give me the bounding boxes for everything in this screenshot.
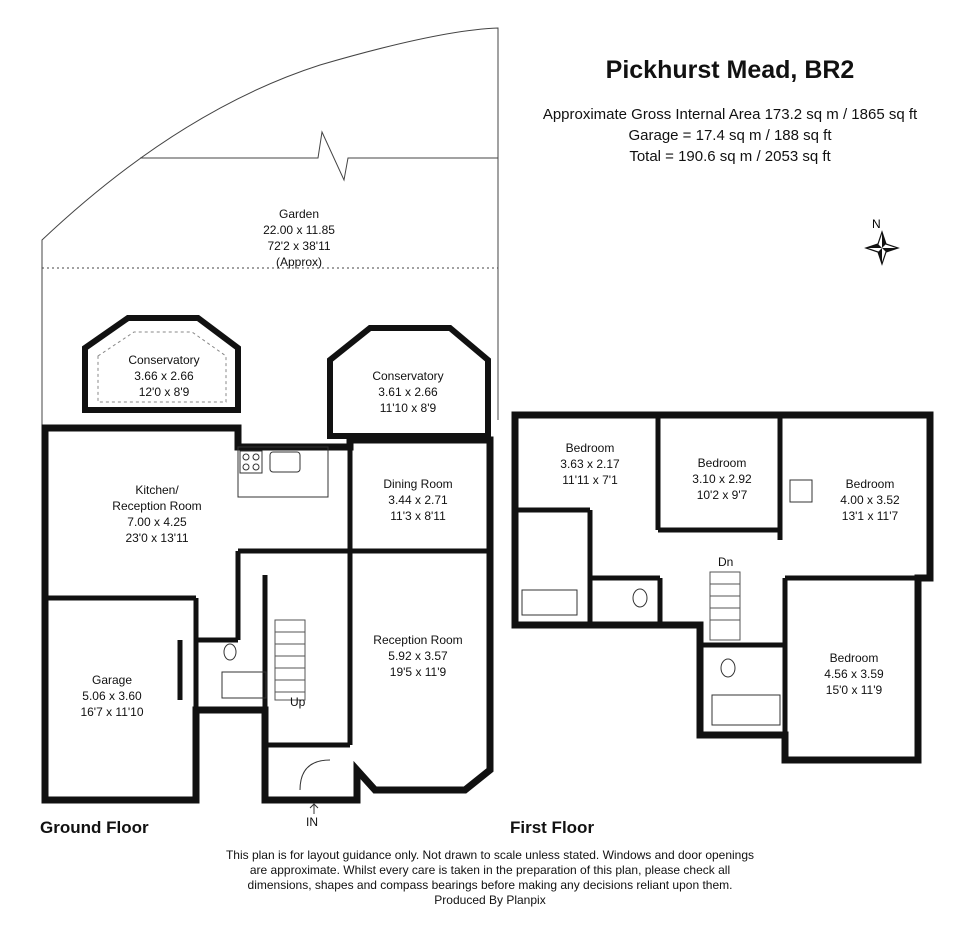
bedroom3-label: Bedroom 4.00 x 3.52 13'1 x 11'7 xyxy=(840,477,900,523)
ground-shower-icon xyxy=(221,671,267,699)
kitchen-counter xyxy=(237,446,329,498)
garden-label: Garden 22.00 x 11.85 72'2 x 38'11 (Appro… xyxy=(263,207,335,269)
bathtub-icon xyxy=(521,589,578,616)
stairs-labels: Up Dn IN xyxy=(290,555,733,829)
gross-area-text: Approximate Gross Internal Area 173.2 sq… xyxy=(542,106,918,123)
compass-icon: N xyxy=(864,217,900,266)
bedroom1-imperial: 11'11 x 7'1 xyxy=(562,473,618,487)
bedroom4-name: Bedroom xyxy=(830,651,879,665)
right-conservatory-label: Conservatory 3.61 x 2.66 11'10 x 8'9 xyxy=(372,369,443,415)
reception-label: Reception Room 5.92 x 3.57 19'5 x 11'9 xyxy=(373,633,462,679)
disclaimer-line-1: This plan is for layout guidance only. N… xyxy=(225,848,755,862)
bedroom1-label: Bedroom 3.63 x 2.17 11'11 x 7'1 xyxy=(560,441,620,487)
stairs-up-label: Up xyxy=(290,695,306,709)
front-door-icon xyxy=(299,759,331,791)
disclaimer-line-4: Produced By Planpix xyxy=(434,893,546,907)
ground-floor-stairs xyxy=(274,619,306,701)
garden-imperial: 72'2 x 38'11 xyxy=(267,239,330,253)
kitchen-name-1: Kitchen/ xyxy=(135,483,179,497)
garage-name: Garage xyxy=(92,673,132,687)
total-area-text: Total = 190.6 sq m / 2053 sq ft xyxy=(629,148,831,165)
dining-name: Dining Room xyxy=(383,477,452,491)
dining-imperial: 11'3 x 8'11 xyxy=(390,509,446,523)
first-floor-outer-walls xyxy=(511,411,934,764)
kitchen-metric: 7.00 x 4.25 xyxy=(127,515,187,529)
ensuite-bathtub-icon xyxy=(711,694,781,726)
garden-outline xyxy=(41,27,499,430)
left-conservatory-metric: 3.66 x 2.66 xyxy=(134,369,194,383)
kitchen-sink-icon xyxy=(269,451,301,473)
first-floor-stairs xyxy=(709,571,741,641)
right-conservatory-metric: 3.61 x 2.66 xyxy=(378,385,438,399)
bedroom3-imperial: 13'1 x 11'7 xyxy=(842,509,899,523)
ground-floor-label: Ground Floor xyxy=(40,818,149,837)
plan-title: Pickhurst Mead, BR2 xyxy=(605,56,855,84)
entrance-arrow-icon xyxy=(309,803,319,814)
disclaimer-line-2: are approximate. Whilst every care is ta… xyxy=(249,863,731,877)
garage-label: Garage 5.06 x 3.60 16'7 x 11'10 xyxy=(80,673,143,719)
disclaimer-line-3: dimensions, shapes and compass bearings … xyxy=(247,878,733,892)
first-floor-plan xyxy=(511,411,934,764)
bedroom2-metric: 3.10 x 2.92 xyxy=(692,472,752,486)
reception-imperial: 19'5 x 11'9 xyxy=(390,665,447,679)
bedroom4-label: Bedroom 4.56 x 3.59 15'0 x 11'9 xyxy=(824,651,884,697)
garden-metric: 22.00 x 11.85 xyxy=(263,223,335,237)
kitchen-label: Kitchen/ Reception Room 7.00 x 4.25 23'0… xyxy=(112,483,201,545)
bedroom3-name: Bedroom xyxy=(846,477,895,491)
left-conservatory-name: Conservatory xyxy=(128,353,199,367)
left-conservatory-walls xyxy=(82,315,241,413)
entrance-label: IN xyxy=(306,815,318,829)
stairs-down-label: Dn xyxy=(718,555,733,569)
bedroom1-metric: 3.63 x 2.17 xyxy=(560,457,620,471)
right-conservatory-walls xyxy=(327,325,491,439)
ground-wc-icon xyxy=(223,643,237,661)
reception-metric: 5.92 x 3.57 xyxy=(388,649,448,663)
right-conservatory-name: Conservatory xyxy=(372,369,443,383)
garden-note: (Approx) xyxy=(276,255,322,269)
bedroom1-name: Bedroom xyxy=(566,441,615,455)
right-conservatory-imperial: 11'10 x 8'9 xyxy=(380,401,437,415)
bedroom4-metric: 4.56 x 3.59 xyxy=(824,667,884,681)
kitchen-name-2: Reception Room xyxy=(112,499,201,513)
kitchen-imperial: 23'0 x 13'11 xyxy=(125,531,188,545)
ensuite-wc-icon xyxy=(720,658,736,678)
bedroom2-imperial: 10'2 x 9'7 xyxy=(697,488,748,502)
left-conservatory-imperial: 12'0 x 8'9 xyxy=(139,385,190,399)
ensuite-shower-icon xyxy=(789,479,813,503)
disclaimer: This plan is for layout guidance only. N… xyxy=(180,848,800,908)
hob-icon xyxy=(239,450,263,474)
ground-floor-plan xyxy=(41,315,494,814)
garden-name: Garden xyxy=(279,207,319,221)
ground-floor-internal-walls xyxy=(45,447,490,748)
left-conservatory-label: Conservatory 3.66 x 2.66 12'0 x 8'9 xyxy=(128,353,199,399)
first-floor-internal-walls xyxy=(515,415,930,735)
garage-metric: 5.06 x 3.60 xyxy=(82,689,142,703)
dining-label: Dining Room 3.44 x 2.71 11'3 x 8'11 xyxy=(383,477,452,523)
bedroom4-imperial: 15'0 x 11'9 xyxy=(826,683,883,697)
first-wc-icon xyxy=(632,588,648,608)
garage-area-text: Garage = 17.4 sq m / 188 sq ft xyxy=(628,127,832,144)
bedroom3-metric: 4.00 x 3.52 xyxy=(840,493,900,507)
dining-metric: 3.44 x 2.71 xyxy=(388,493,448,507)
garage-imperial: 16'7 x 11'10 xyxy=(80,705,143,719)
first-floor-label: First Floor xyxy=(510,818,595,837)
compass-north-label: N xyxy=(872,217,881,231)
bedroom2-label: Bedroom 3.10 x 2.92 10'2 x 9'7 xyxy=(692,456,752,502)
reception-name: Reception Room xyxy=(373,633,462,647)
bedroom2-name: Bedroom xyxy=(698,456,747,470)
